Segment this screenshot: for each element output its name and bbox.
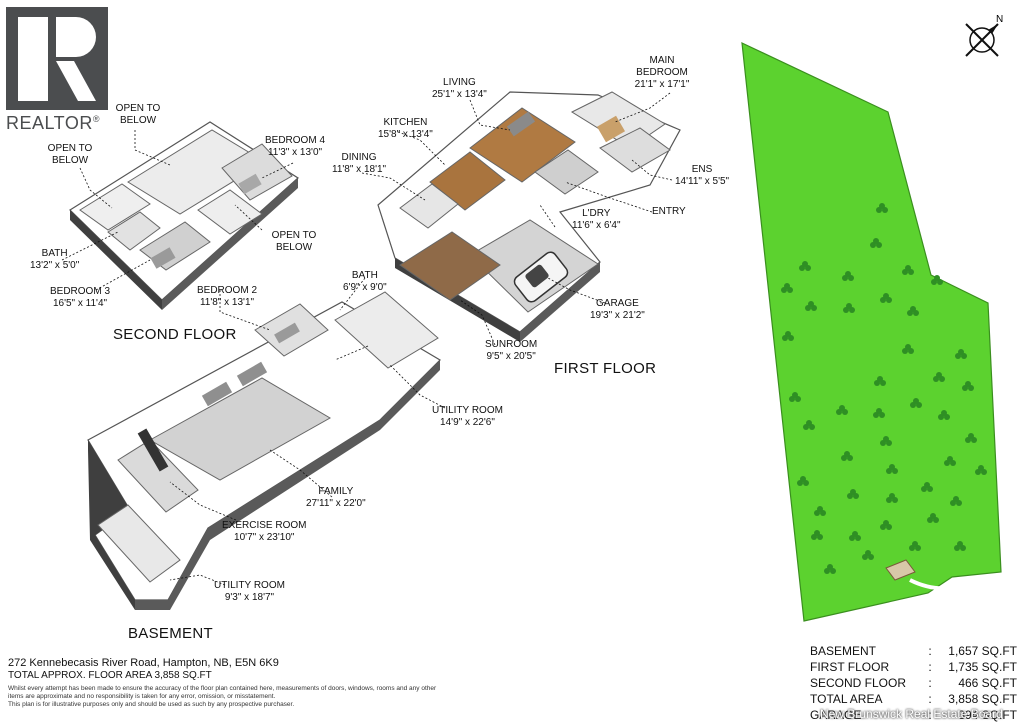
tree-icon bbox=[850, 489, 856, 495]
room-label-open-to-below-2: OPEN TO BELOW bbox=[47, 143, 93, 166]
tree-icon bbox=[865, 550, 871, 556]
tree-icon bbox=[930, 513, 936, 519]
tree-icon bbox=[827, 564, 833, 570]
tree-icon bbox=[785, 331, 791, 337]
tree-icon bbox=[965, 381, 971, 387]
tree-icon bbox=[808, 301, 814, 307]
area-summary-table: BASEMENT:1,657 SQ.FT FIRST FLOOR:1,735 S… bbox=[810, 643, 1017, 723]
compass-icon: N bbox=[965, 14, 1003, 57]
tree-icon bbox=[846, 303, 852, 309]
tree-icon bbox=[957, 541, 963, 547]
tree-icon bbox=[806, 420, 812, 426]
summary-row: FIRST FLOOR:1,735 SQ.FT bbox=[810, 660, 1017, 674]
tree-icon bbox=[905, 344, 911, 350]
second-floor-title: SECOND FLOOR bbox=[113, 326, 237, 343]
realtor-logo: REALTOR® bbox=[6, 7, 108, 134]
tree-icon bbox=[889, 464, 895, 470]
tree-icon bbox=[879, 203, 885, 209]
disclaimer: Whilst every attempt has been made to en… bbox=[8, 685, 448, 709]
tree-icon bbox=[947, 456, 953, 462]
total-floor-area: TOTAL APPROX. FLOOR AREA 3,858 SQ.FT bbox=[8, 670, 212, 681]
lot-house-icon bbox=[885, 559, 916, 581]
tree-icon bbox=[968, 433, 974, 439]
tree-icon bbox=[817, 506, 823, 512]
tree-icon bbox=[876, 408, 882, 414]
realtor-logo-mark bbox=[6, 7, 108, 110]
summary-row: BASEMENT:1,657 SQ.FT bbox=[810, 644, 1017, 658]
second-floor-plan bbox=[69, 121, 299, 310]
tree-icon bbox=[800, 476, 806, 482]
tree-icon bbox=[889, 493, 895, 499]
basement-plan bbox=[87, 291, 441, 610]
first-floor-plan bbox=[377, 91, 681, 342]
compass-north-label: N bbox=[996, 14, 1003, 25]
tree-icon bbox=[936, 372, 942, 378]
tree-icon bbox=[924, 482, 930, 488]
tree-icon bbox=[845, 271, 851, 277]
first-floor-title: FIRST FLOOR bbox=[554, 360, 657, 377]
property-address: 272 Kennebecasis River Road, Hampton, NB… bbox=[8, 657, 279, 669]
room-label-open-to-below-1: OPEN TO BELOW bbox=[115, 103, 161, 126]
tree-icon bbox=[910, 306, 916, 312]
room-label-entry: ENTRY bbox=[652, 206, 686, 217]
disclaimer-line-1: Whilst every attempt has been made to en… bbox=[8, 685, 437, 700]
summary-row: TOTAL AREA:3,858 SQ.FT bbox=[810, 692, 1017, 706]
disclaimer-line-2: This plan is for illustrative purposes o… bbox=[8, 701, 295, 708]
tree-icon bbox=[912, 541, 918, 547]
tree-icon bbox=[883, 293, 889, 299]
tree-icon bbox=[934, 275, 940, 281]
driveway bbox=[909, 578, 951, 591]
tree-icon bbox=[883, 520, 889, 526]
basement-title: BASEMENT bbox=[128, 625, 213, 642]
leader-lines bbox=[61, 92, 673, 586]
tree-icon bbox=[877, 376, 883, 382]
tree-icon bbox=[953, 496, 959, 502]
board-watermark: New Brunswick Real Estate Board bbox=[820, 707, 1003, 721]
summary-row: SECOND FLOOR:466 SQ.FT bbox=[810, 676, 1017, 690]
tree-icon bbox=[913, 398, 919, 404]
tree-icon bbox=[905, 265, 911, 271]
lot-map bbox=[741, 42, 1002, 622]
tree-icon bbox=[844, 451, 850, 457]
tree-icon bbox=[802, 261, 808, 267]
realtor-logo-text: REALTOR® bbox=[6, 113, 100, 133]
tree-icon bbox=[814, 530, 820, 536]
tree-icon bbox=[941, 410, 947, 416]
tree-icon bbox=[784, 283, 790, 289]
room-label-open-to-below-3: OPEN TO BELOW bbox=[271, 230, 317, 253]
lot-boundary bbox=[741, 42, 1002, 622]
tree-icon bbox=[958, 349, 964, 355]
tree-icon bbox=[852, 531, 858, 537]
summary-row: GARAGE:394 SQ.FT bbox=[810, 708, 1017, 722]
tree-cluster-group bbox=[781, 203, 987, 574]
tree-icon bbox=[792, 392, 798, 398]
tree-icon bbox=[873, 238, 879, 244]
tree-icon bbox=[883, 436, 889, 442]
tree-icon bbox=[978, 465, 984, 471]
tree-icon bbox=[839, 405, 845, 411]
